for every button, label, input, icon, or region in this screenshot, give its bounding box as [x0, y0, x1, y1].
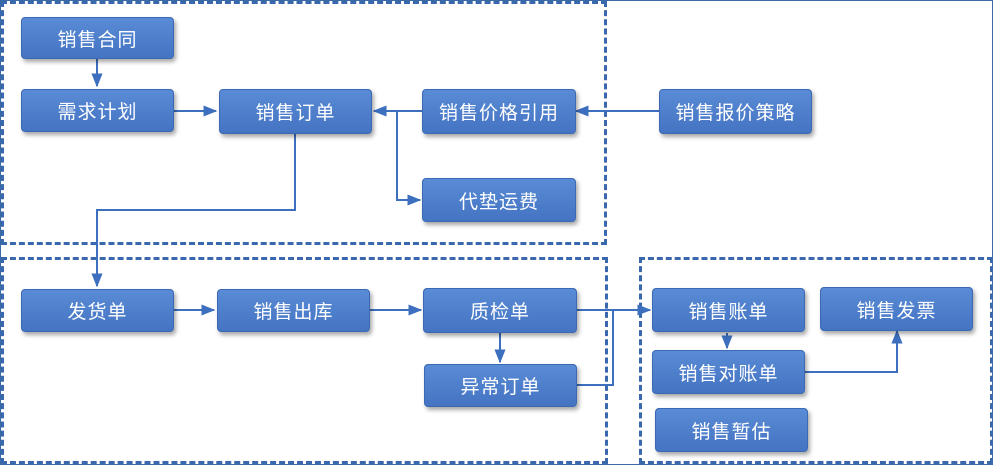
node-sales-order[interactable]: 销售订单: [219, 89, 372, 134]
node-sales-invoice[interactable]: 销售发票: [820, 287, 973, 331]
node-sales-bill[interactable]: 销售账单: [652, 288, 805, 332]
node-quality-inspection[interactable]: 质检单: [423, 288, 577, 333]
node-delivery-note[interactable]: 发货单: [21, 289, 174, 332]
node-exception-order[interactable]: 异常订单: [424, 364, 577, 407]
edge-reconciliation-to-invoice: [805, 329, 903, 373]
node-provisional-estimate[interactable]: 销售暂估: [655, 408, 808, 452]
node-sales-contract[interactable]: 销售合同: [21, 17, 174, 59]
node-price-reference[interactable]: 销售价格引用: [422, 89, 576, 134]
node-reconciliation[interactable]: 销售对账单: [652, 350, 805, 394]
node-demand-plan[interactable]: 需求计划: [21, 89, 174, 132]
group-billing: [639, 257, 993, 464]
edge-exception-to-bill: [577, 310, 614, 386]
node-sales-outbound[interactable]: 销售出库: [217, 289, 370, 332]
group-delivery: [1, 257, 608, 464]
node-quote-strategy[interactable]: 销售报价策略: [659, 89, 812, 134]
node-advance-freight[interactable]: 代垫运费: [422, 178, 576, 222]
edge-order-to-delivery: [91, 134, 296, 288]
group-order-planning: [1, 1, 607, 245]
edge-price-to-freight: [396, 111, 422, 206]
